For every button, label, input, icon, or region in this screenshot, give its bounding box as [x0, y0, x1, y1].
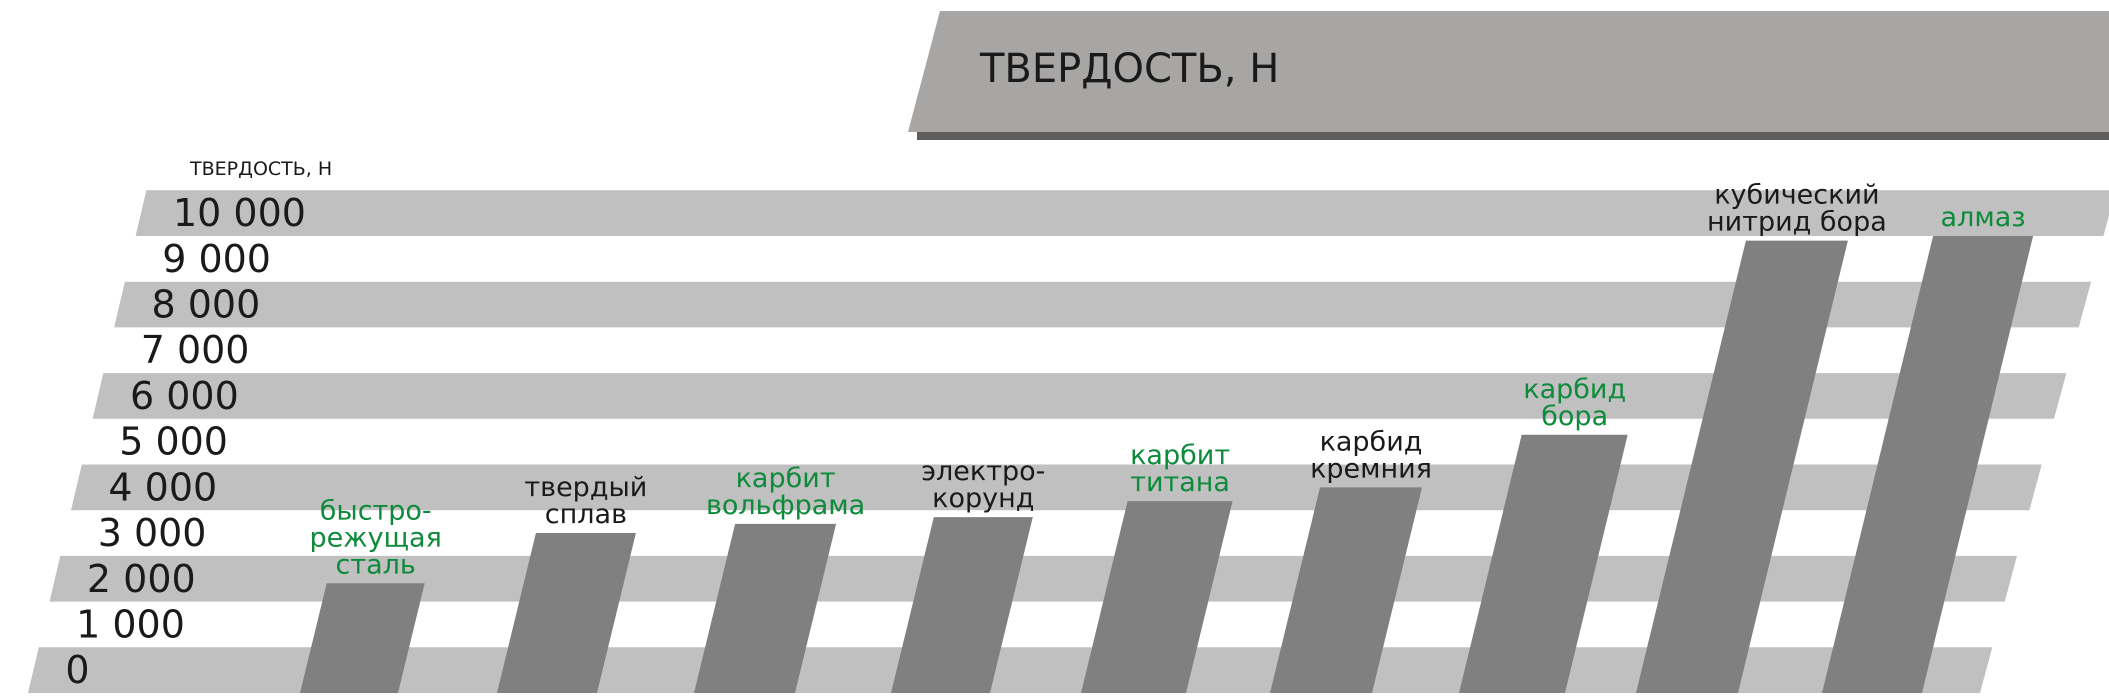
header-title: ТВЕРДОСТЬ, Н: [979, 46, 1279, 92]
y-tick-label: 5 000: [119, 420, 228, 464]
y-axis-label: ТВЕРДОСТЬ, Н: [189, 158, 332, 180]
category-labels: быстро-режущаястальтвердыйсплавкарбитвол…: [310, 180, 2026, 581]
y-tick-label: 10 000: [173, 191, 306, 235]
category-label: быстро-: [320, 495, 432, 526]
bar-series: [300, 236, 2034, 693]
category-label: сталь: [336, 549, 416, 580]
category-label: кремния: [1310, 453, 1432, 484]
bar: [1459, 434, 1628, 693]
category-label: кубический: [1714, 180, 1879, 211]
category-label: титана: [1130, 467, 1230, 498]
category-label: вольфрама: [706, 490, 865, 521]
category-label: карбит: [736, 463, 836, 494]
y-tick-label: 1 000: [76, 602, 185, 646]
y-tick-label: 8 000: [152, 283, 261, 327]
category-label: корунд: [932, 483, 1034, 514]
grid-band: [92, 373, 2067, 419]
category-label: сплав: [545, 499, 627, 530]
y-tick-label: 3 000: [98, 511, 207, 555]
header-banner: ТВЕРДОСТЬ, Н: [908, 11, 2109, 140]
category-label: твердый: [524, 472, 647, 503]
category-label: электро-: [921, 456, 1045, 487]
bar: [1636, 240, 1848, 693]
y-tick-label: 0: [65, 648, 89, 692]
header-background: [908, 11, 2109, 132]
y-tick-label: 4 000: [108, 465, 217, 509]
header-shadow: [917, 132, 2109, 140]
category-label: нитрид бора: [1707, 207, 1887, 238]
grid-band: [135, 190, 2109, 236]
bar: [694, 523, 837, 693]
category-label: карбит: [1130, 440, 1230, 471]
category-label: бора: [1541, 401, 1608, 432]
y-tick-label: 2 000: [87, 557, 196, 601]
bar: [497, 533, 636, 693]
bar: [1081, 501, 1233, 693]
y-tick-label: 6 000: [130, 374, 239, 418]
bar: [891, 517, 1033, 693]
grid-band: [114, 281, 2092, 328]
bar: [300, 583, 425, 693]
bar: [1822, 236, 2034, 693]
bar: [1270, 487, 1422, 693]
category-label: алмаз: [1941, 202, 2026, 233]
y-tick-label: 9 000: [162, 237, 271, 281]
category-label: режущая: [310, 522, 442, 553]
y-tick-label: 7 000: [141, 328, 250, 372]
category-label: карбид: [1523, 374, 1626, 405]
category-label: карбид: [1320, 426, 1423, 457]
